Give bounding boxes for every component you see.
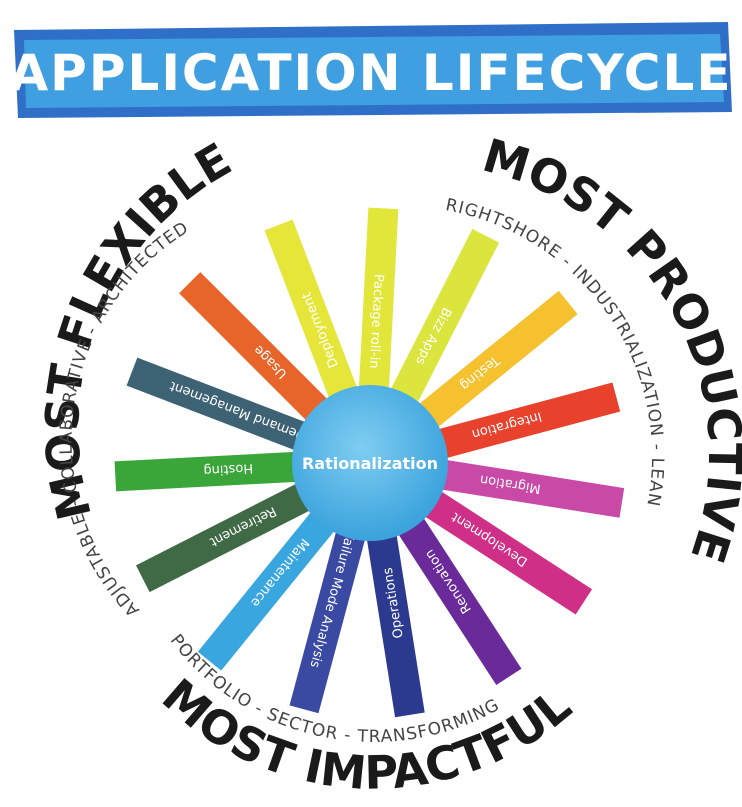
banner-shape-front xyxy=(24,34,724,108)
spoke-bar xyxy=(412,483,593,615)
spoke-bar xyxy=(179,272,339,432)
page-title: APPLICATION LIFECYCLE xyxy=(9,44,732,102)
hub: Rationalization xyxy=(292,385,448,541)
spoke: Package roll-in xyxy=(358,207,399,404)
spoke-bar xyxy=(364,519,425,718)
spoke-bar xyxy=(426,457,625,518)
spoke: Hosting xyxy=(114,451,311,492)
spoke-label: Hosting xyxy=(203,460,253,478)
spoke-bar xyxy=(289,517,369,714)
spoke: Operations xyxy=(364,519,425,718)
spoke-bar xyxy=(358,207,399,404)
spoke-bar xyxy=(390,505,522,686)
title-banner: APPLICATION LIFECYCLE xyxy=(9,22,732,118)
hub-label: Rationalization xyxy=(302,454,438,473)
spoke-bar xyxy=(126,357,320,456)
spoke-bar xyxy=(424,382,621,462)
spoke-label: Package roll-in xyxy=(366,273,386,368)
hub-circle xyxy=(292,385,448,541)
spoke-bar xyxy=(114,451,311,492)
spoke-bar xyxy=(383,228,500,417)
spoke-bar xyxy=(135,476,324,593)
spoke: Migration xyxy=(426,457,625,518)
spoke-bar xyxy=(197,500,344,671)
spoke-bar xyxy=(407,290,578,437)
spoke-bar xyxy=(264,219,363,413)
